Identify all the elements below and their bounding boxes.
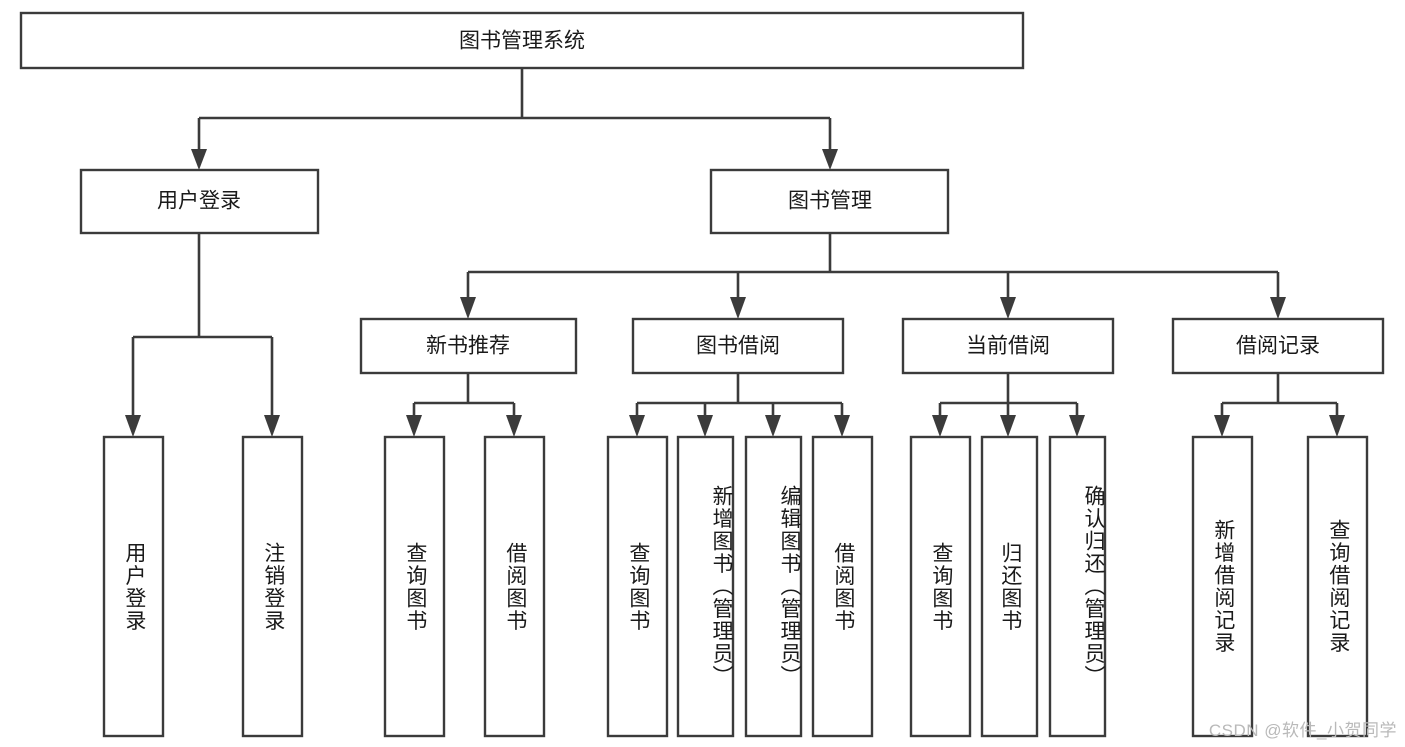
arrow-head-leaf-edit-book (765, 415, 781, 437)
leaf-query-book-3-box[interactable] (909, 435, 972, 738)
arrow-head-leaf-confirm-return (1069, 415, 1085, 437)
node-book-borrow[interactable]: 图书借阅 (631, 317, 845, 375)
node-user-login-label: 用户登录 (157, 190, 241, 213)
leaf-borrow-book-2-box[interactable] (811, 435, 874, 738)
arrow-head-leaf-add-borrow-record (1214, 415, 1230, 437)
node-new-book-recommend[interactable]: 新书推荐 (359, 317, 578, 375)
node-root-system[interactable]: 图书管理系统 (19, 11, 1025, 70)
arrow-head-leaf-query-borrow-record (1329, 415, 1345, 437)
node-book-borrow-label: 图书借阅 (696, 335, 780, 358)
arrow-head-leaf-query-book-1 (406, 415, 422, 437)
arrow-head-borrow-record (1270, 297, 1286, 319)
arrow-head-leaf-query-book-2 (629, 415, 645, 437)
arrow-head-new-book-recommend (460, 297, 476, 319)
node-book-borrow-box (631, 317, 845, 375)
leaf-add-borrow-record-box[interactable] (1191, 435, 1254, 738)
node-user-login[interactable]: 用户登录 (79, 168, 320, 235)
arrow-head-leaf-borrow-book-1 (506, 415, 522, 437)
leaf-edit-book-box[interactable] (744, 435, 803, 738)
connector-new-book-recommend-to-leaves (406, 373, 522, 437)
node-new-book-recommend-label: 新书推荐 (426, 335, 510, 358)
arrow-head-book-borrow (730, 297, 746, 319)
node-borrow-record-label: 借阅记录 (1236, 335, 1320, 358)
arrow-head-leaf-logout-login (264, 415, 280, 437)
connector-root-to-tier2 (191, 68, 838, 170)
node-book-management-box (709, 168, 950, 235)
arrow-head-leaf-return-book (1000, 415, 1016, 437)
arrow-head-user-login (191, 149, 207, 170)
connector-book-management-to-tier3 (460, 233, 1286, 319)
watermark-text: CSDN @软件_小贺同学 (1208, 721, 1397, 740)
arrow-head-leaf-borrow-book-2 (834, 415, 850, 437)
connector-borrow-record-to-leaves (1214, 373, 1345, 437)
connector-user-login-to-leaves (125, 233, 280, 437)
leaf-query-borrow-record-box[interactable] (1306, 435, 1369, 738)
leaf-logout-login-box[interactable] (241, 435, 304, 738)
node-book-management[interactable]: 图书管理 (709, 168, 950, 235)
leaf-query-book-2-box[interactable] (606, 435, 669, 738)
connector-current-borrow-to-leaves (932, 373, 1085, 437)
node-new-book-recommend-box (359, 317, 578, 375)
arrow-head-current-borrow (1000, 297, 1016, 319)
leaf-borrow-book-1-box[interactable] (483, 435, 546, 738)
leaf-boxes (102, 435, 1369, 738)
node-current-borrow-label: 当前借阅 (966, 335, 1050, 358)
leaf-confirm-return-box[interactable] (1048, 435, 1107, 738)
leaf-add-book-box[interactable] (676, 435, 735, 738)
arrow-head-leaf-add-book (697, 415, 713, 437)
arrow-head-book-management (822, 149, 838, 170)
arrow-head-leaf-query-book-3 (932, 415, 948, 437)
node-root-system-box (19, 11, 1025, 70)
connector-book-borrow-to-leaves (629, 373, 850, 437)
node-root-system-label: 图书管理系统 (459, 30, 585, 53)
node-current-borrow[interactable]: 当前借阅 (901, 317, 1115, 375)
leaf-query-book-1-box[interactable] (383, 435, 446, 738)
leaf-return-book-box[interactable] (980, 435, 1039, 738)
node-borrow-record[interactable]: 借阅记录 (1171, 317, 1385, 375)
node-current-borrow-box (901, 317, 1115, 375)
arrow-head-leaf-user-login (125, 415, 141, 437)
node-user-login-box (79, 168, 320, 235)
node-borrow-record-box (1171, 317, 1385, 375)
node-book-management-label: 图书管理 (788, 190, 872, 213)
leaf-user-login-box[interactable] (102, 435, 165, 738)
